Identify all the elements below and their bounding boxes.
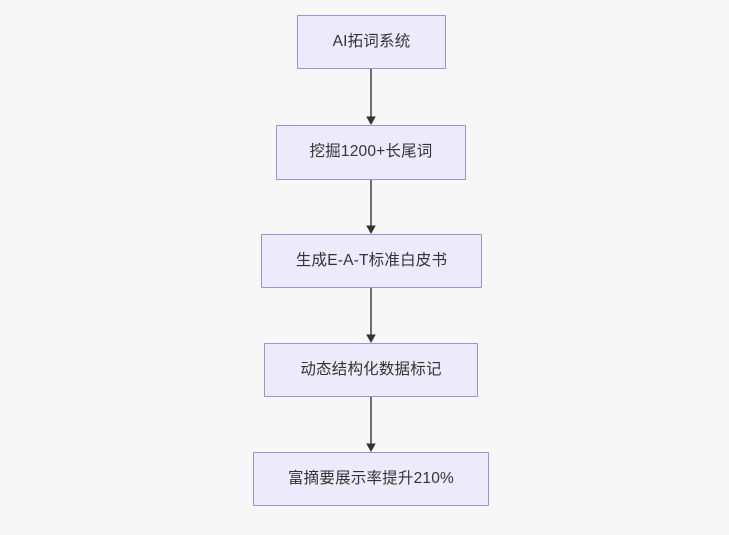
flow-node-2[interactable]: 挖掘1200+长尾词 — [276, 125, 466, 180]
flow-node-label: AI拓词系统 — [332, 32, 411, 50]
flow-node-5[interactable]: 富摘要展示率提升210% — [253, 452, 489, 506]
flow-node-label: 富摘要展示率提升210% — [287, 469, 455, 487]
flow-arrow — [363, 69, 379, 125]
flow-node-label: 动态结构化数据标记 — [300, 360, 442, 378]
flow-arrow — [363, 180, 379, 234]
flow-node-label: 挖掘1200+长尾词 — [309, 143, 433, 161]
flow-arrow — [363, 288, 379, 343]
flow-node-label: 生成E-A-T标准白皮书 — [295, 251, 448, 269]
flow-node-3[interactable]: 生成E-A-T标准白皮书 — [261, 234, 482, 288]
flow-node-4[interactable]: 动态结构化数据标记 — [264, 343, 478, 397]
flow-arrow — [363, 397, 379, 452]
flow-node-1[interactable]: AI拓词系统 — [297, 15, 446, 69]
